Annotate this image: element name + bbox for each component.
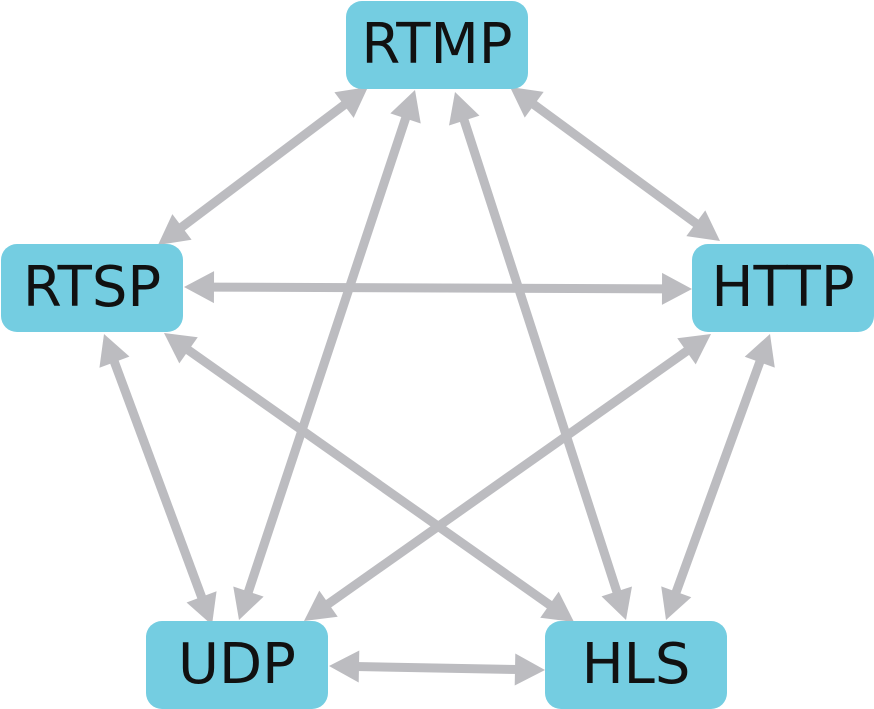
arrowhead-rtmp-end [334,87,368,118]
arrowhead-http-end [661,272,692,305]
node-label-udp: UDP [178,632,296,697]
arrowhead-udp-end [304,590,338,621]
edge-group [99,87,775,686]
arrowhead-rtsp-end [99,334,130,368]
node-udp: UDP [146,621,328,709]
node-rtsp: RTSP [1,244,183,332]
edge-line-rtmp-http [528,98,702,230]
edge-line-http-hls [670,356,766,598]
arrowhead-rtmp-end [449,92,480,126]
edge-http-udp [304,334,711,621]
edge-line-udp-hls [354,661,520,675]
arrowhead-udp-end [329,650,360,683]
arrowhead-rtmp-end [390,90,421,124]
arrowhead-hls-end [514,653,545,686]
edge-rtmp-udp [233,90,421,620]
arrowhead-rtsp-end [184,271,215,304]
edge-rtmp-http [510,87,720,241]
arrowhead-http-end [744,334,775,368]
arrowhead-hls-end [540,591,574,622]
arrowhead-http-end [677,334,711,365]
edge-line-rtmp-rtsp [176,99,350,233]
edge-udp-hls [329,650,545,686]
arrowhead-rtsp-end [158,214,192,245]
edge-rtsp-udp [99,334,217,625]
arrowhead-http-end [686,210,720,241]
edge-line-rtsp-http [209,282,667,294]
edge-rtsp-hls [164,333,574,622]
edge-line-rtmp-hls [458,115,623,597]
arrowhead-hls-end [601,586,632,620]
node-http: HTTP [692,244,874,332]
node-label-http: HTTP [711,255,855,320]
edge-line-rtsp-hls [182,344,556,611]
edge-rtmp-hls [449,92,632,620]
node-label-hls: HLS [581,632,691,697]
arrowhead-rtsp-end [164,333,198,364]
node-rtmp: RTMP [346,1,528,89]
edge-line-rtmp-udp [242,113,412,597]
edge-rtsp-http [184,271,692,305]
node-label-rtmp: RTMP [361,12,513,77]
arrowhead-rtmp-end [510,87,544,118]
arrowhead-udp-end [233,586,264,620]
node-label-rtsp: RTSP [22,255,162,320]
node-hls: HLS [545,621,727,709]
arrowhead-hls-end [661,586,692,620]
edge-http-hls [661,334,775,620]
edge-line-http-udp [322,345,693,610]
arrowhead-udp-end [186,591,217,625]
edge-rtmp-rtsp [158,87,368,245]
edge-line-rtsp-udp [108,356,208,603]
